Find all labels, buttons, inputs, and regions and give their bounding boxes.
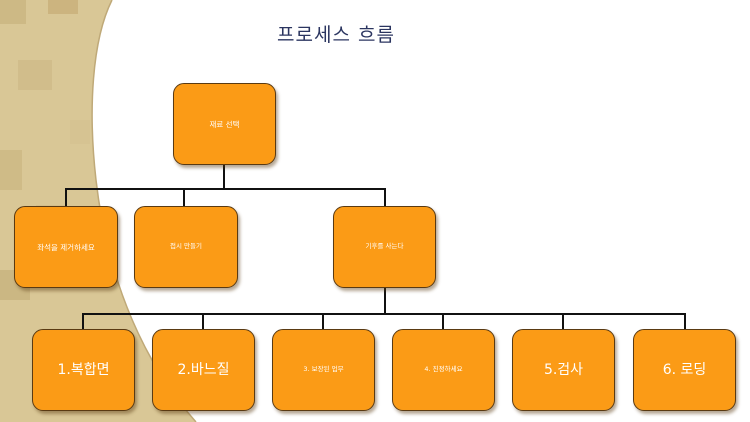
step-node-5: 5.검사 xyxy=(512,329,615,411)
branch-node-remove-seats-label: 좌석을 제거하세요 xyxy=(37,242,95,252)
step-node-6-label: 6. 로딩 xyxy=(662,361,707,378)
step-node-2-label: 2.바느질 xyxy=(177,361,230,378)
branch-node-make-dish: 접시 만들기 xyxy=(134,206,238,288)
branch-node-make-dish-label: 접시 만들기 xyxy=(170,242,202,251)
step-node-1-label: 1.복합면 xyxy=(57,361,110,378)
step-node-1: 1.복합면 xyxy=(32,329,135,411)
branch-node-climate: 기후를 사는다 xyxy=(333,206,436,288)
branch-node-remove-seats: 좌석을 제거하세요 xyxy=(14,206,118,288)
step-node-3: 3. 보장된 업무 xyxy=(272,329,375,411)
step-node-6: 6. 로딩 xyxy=(633,329,736,411)
step-node-2: 2.바느질 xyxy=(152,329,255,411)
root-node: 재료 선택 xyxy=(173,83,276,165)
step-node-3-label: 3. 보장된 업무 xyxy=(303,365,344,374)
step-node-4-label: 4. 진정하세요 xyxy=(424,365,463,374)
root-node-label: 재료 선택 xyxy=(209,119,240,129)
branch-node-climate-label: 기후를 사는다 xyxy=(365,242,404,251)
step-node-4: 4. 진정하세요 xyxy=(392,329,495,411)
page-title: 프로세스 흐름 xyxy=(277,24,395,46)
step-node-5-label: 5.검사 xyxy=(543,361,584,378)
